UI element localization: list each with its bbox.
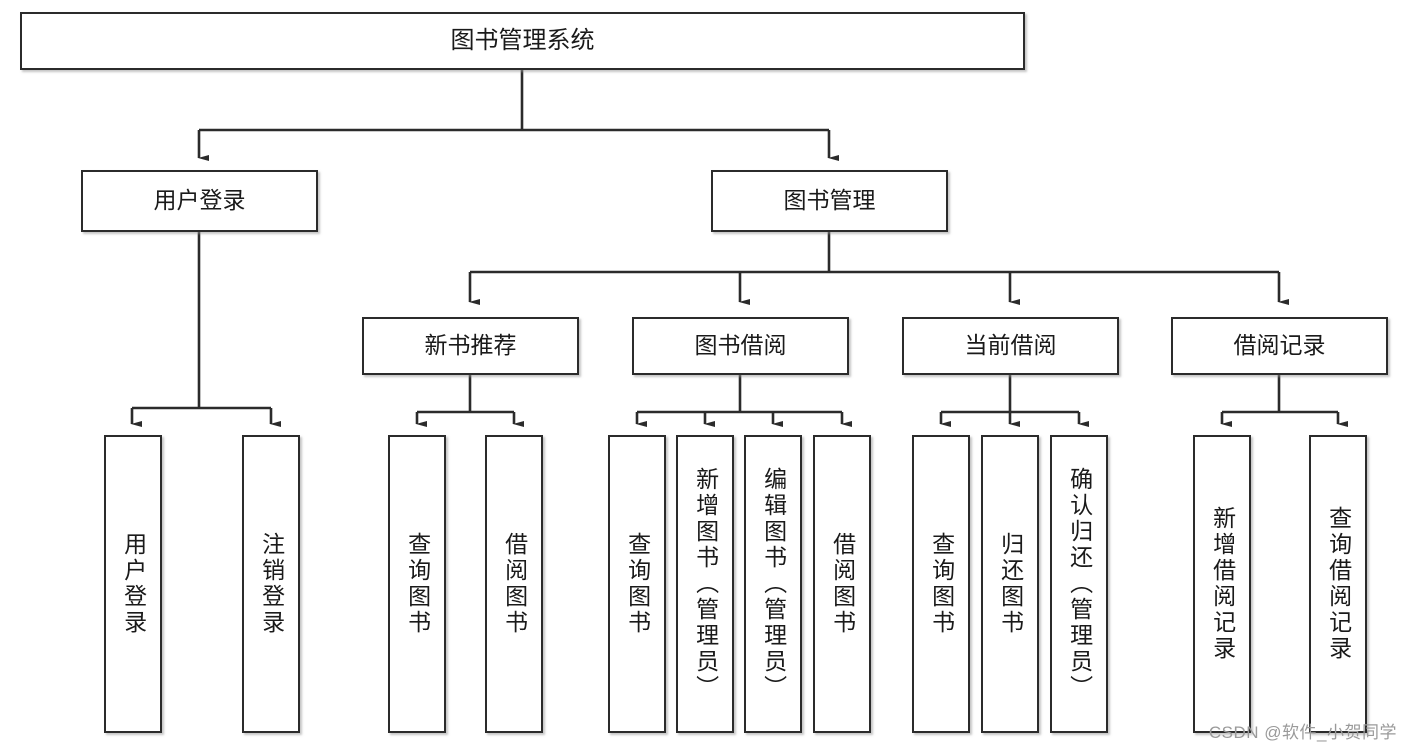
leaf-recommend-query-book[interactable]: 查询图书 <box>388 435 446 733</box>
node-new-book-recommend-label: 新书推荐 <box>424 332 517 359</box>
leaf-current-return-book-label: 归还图书 <box>997 532 1024 636</box>
leaf-borrow-query-book-label: 查询图书 <box>624 532 651 636</box>
leaf-borrow-borrow-book[interactable]: 借阅图书 <box>813 435 871 733</box>
node-current-borrow-label: 当前借阅 <box>964 332 1057 359</box>
leaf-recommend-query-book-label: 查询图书 <box>404 532 431 636</box>
leaf-record-query-record-label: 查询借阅记录 <box>1325 506 1352 662</box>
node-book-borrow[interactable]: 图书借阅 <box>632 317 849 375</box>
leaf-borrow-query-book[interactable]: 查询图书 <box>608 435 666 733</box>
node-book-management[interactable]: 图书管理 <box>711 170 948 232</box>
node-book-management-label: 图书管理 <box>783 187 876 214</box>
node-current-borrow[interactable]: 当前借阅 <box>902 317 1119 375</box>
leaf-borrow-add-book[interactable]: 新增图书（管理员） <box>676 435 734 733</box>
node-borrow-record[interactable]: 借阅记录 <box>1171 317 1388 375</box>
leaf-user-login-login[interactable]: 用户登录 <box>104 435 162 733</box>
leaf-borrow-edit-book[interactable]: 编辑图书（管理员） <box>744 435 802 733</box>
leaf-record-add-record-label: 新增借阅记录 <box>1209 506 1236 662</box>
watermark-text: CSDN @软件_小贺同学 <box>1208 723 1397 742</box>
node-borrow-record-label: 借阅记录 <box>1233 332 1326 359</box>
leaf-record-add-record[interactable]: 新增借阅记录 <box>1193 435 1251 733</box>
node-user-login[interactable]: 用户登录 <box>81 170 318 232</box>
node-root-label: 图书管理系统 <box>450 26 595 54</box>
leaf-user-login-login-label: 用户登录 <box>120 532 147 636</box>
leaf-recommend-borrow-book-label: 借阅图书 <box>501 532 528 636</box>
leaf-borrow-edit-book-label: 编辑图书（管理员） <box>760 467 787 701</box>
leaf-current-confirm-return[interactable]: 确认归还（管理员） <box>1050 435 1108 733</box>
leaf-borrow-borrow-book-label: 借阅图书 <box>829 532 856 636</box>
leaf-recommend-borrow-book[interactable]: 借阅图书 <box>485 435 543 733</box>
leaf-current-confirm-return-label: 确认归还（管理员） <box>1066 467 1093 701</box>
node-user-login-label: 用户登录 <box>153 187 246 214</box>
node-root[interactable]: 图书管理系统 <box>20 12 1025 70</box>
leaf-borrow-add-book-label: 新增图书（管理员） <box>692 467 719 701</box>
leaf-user-login-logout-label: 注销登录 <box>258 532 285 636</box>
node-book-borrow-label: 图书借阅 <box>694 332 787 359</box>
leaf-current-return-book[interactable]: 归还图书 <box>981 435 1039 733</box>
leaf-user-login-logout[interactable]: 注销登录 <box>242 435 300 733</box>
leaf-current-query-book-label: 查询图书 <box>928 532 955 636</box>
leaf-current-query-book[interactable]: 查询图书 <box>912 435 970 733</box>
node-new-book-recommend[interactable]: 新书推荐 <box>362 317 579 375</box>
leaf-record-query-record[interactable]: 查询借阅记录 <box>1309 435 1367 733</box>
